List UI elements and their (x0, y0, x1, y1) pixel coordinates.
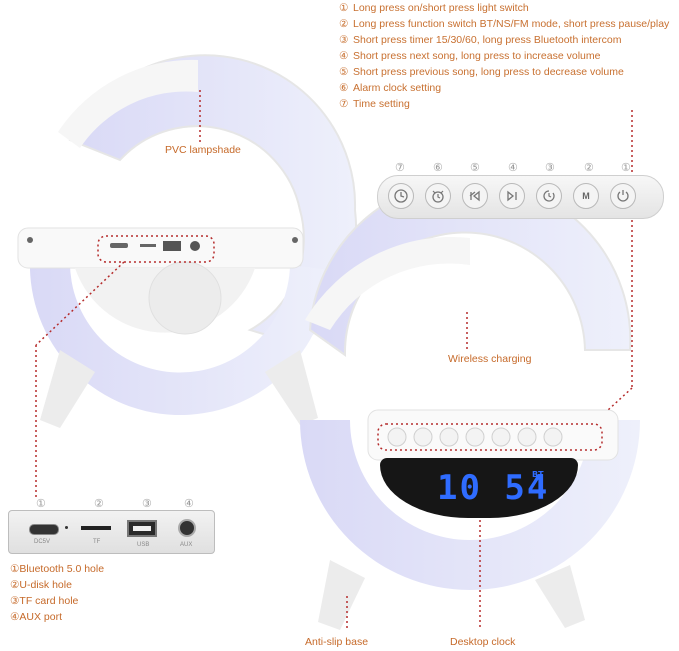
clock-time: 10 54 (437, 468, 550, 508)
port-legend-item: ①Bluetooth 5.0 hole (10, 563, 105, 575)
anti-slip-base-label: Anti-slip base (305, 636, 369, 648)
port-number: ③ (142, 498, 152, 510)
dc5v-port (29, 524, 59, 535)
mode-label: M (582, 191, 590, 201)
clock-bt-badge: BT (532, 470, 544, 479)
callout-lines (35, 90, 633, 630)
port-label: TF (93, 539, 101, 545)
lamp-buttons (387, 427, 563, 447)
panel-number: ② (584, 162, 594, 174)
clock-icon[interactable] (388, 183, 414, 209)
panel-number: ④ (508, 162, 518, 174)
light-power-icon[interactable] (610, 183, 636, 209)
panel-number: ⑤ (470, 162, 480, 174)
next-icon[interactable] (499, 183, 525, 209)
port-number: ① (36, 498, 46, 510)
panel-number: ⑥ (433, 162, 443, 174)
tf-slot (81, 526, 111, 530)
alarm-icon[interactable] (425, 183, 451, 209)
port-label: AUX (180, 542, 193, 548)
left-lamp (17, 54, 358, 428)
panel-number: ⑦ (395, 162, 405, 174)
wireless-charging-label: Wireless charging (448, 353, 532, 365)
port-legend-item: ②U-disk hole (10, 579, 72, 591)
button-panel: M (377, 175, 664, 219)
right-lamp (300, 178, 640, 630)
port-legend-item: ④AUX port (10, 611, 63, 623)
port-legend-item: ③TF card hole (10, 595, 79, 607)
lampshade-label: PVC lampshade (165, 144, 241, 156)
previous-icon[interactable] (462, 183, 488, 209)
port-number: ④ (184, 498, 194, 510)
indicator-dot-icon (65, 526, 68, 529)
port-label: USB (137, 542, 150, 548)
usb-port (127, 520, 157, 537)
desktop-clock-label: Desktop clock (450, 636, 516, 648)
port-panel: DC5V TF USB AUX (8, 510, 215, 554)
port-number: ② (94, 498, 104, 510)
panel-number: ① (621, 162, 631, 174)
aux-port (178, 519, 196, 537)
timer-icon[interactable] (536, 183, 562, 209)
panel-number: ③ (545, 162, 555, 174)
mode-icon[interactable]: M (573, 183, 599, 209)
port-label: DC5V (34, 539, 51, 545)
